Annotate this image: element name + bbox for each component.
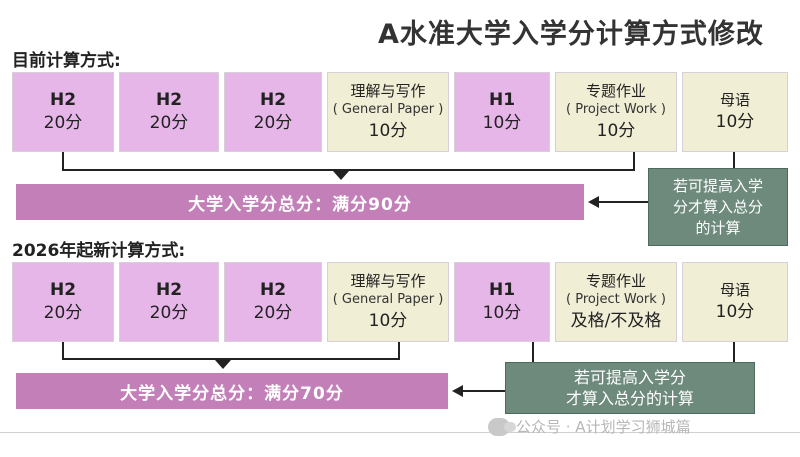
arrow-line bbox=[462, 390, 505, 392]
new-h2-box-3: H2 20分 bbox=[224, 262, 322, 342]
subject-name: H2 bbox=[259, 90, 287, 110]
watermark-text: 公众号 · A计划学习狮城篇 bbox=[516, 418, 691, 436]
new-general-paper-box: 理解与写作 ( General Paper ) 10分 bbox=[327, 262, 449, 342]
current-method-label: 目前计算方式: bbox=[12, 51, 121, 71]
subject-name: H2 bbox=[259, 280, 287, 300]
subject-name: H2 bbox=[155, 90, 183, 110]
subject-points: 10分 bbox=[482, 303, 522, 323]
left-arrow-icon bbox=[588, 196, 599, 208]
new-mother-tongue-box: 母语 10分 bbox=[682, 262, 788, 342]
current-general-paper-box: 理解与写作 ( General Paper ) 10分 bbox=[327, 72, 449, 152]
current-project-work-box: 专题作业 ( Project Work ) 10分 bbox=[555, 72, 677, 152]
subject-name: H2 bbox=[49, 280, 77, 300]
subject-name: H1 bbox=[488, 280, 516, 300]
connector-line bbox=[398, 342, 400, 360]
connector-line bbox=[733, 152, 735, 168]
subject-points: 10分 bbox=[596, 121, 636, 141]
subject-points: 20分 bbox=[253, 303, 293, 323]
subject-name: 理解与写作 bbox=[350, 272, 426, 290]
subject-points: 20分 bbox=[149, 303, 189, 323]
page-title: A水准大学入学分计算方式修改 bbox=[378, 19, 764, 50]
note-line: 的计算 bbox=[695, 218, 741, 237]
subject-points: 20分 bbox=[43, 303, 83, 323]
connector-line bbox=[532, 342, 534, 362]
subject-points: 10分 bbox=[482, 113, 522, 133]
wechat-icon bbox=[488, 417, 516, 436]
current-mother-tongue-note: 若可提高入学 分才算入总分 的计算 bbox=[648, 168, 788, 246]
subject-points: 20分 bbox=[149, 113, 189, 133]
connector-line bbox=[62, 342, 64, 360]
subject-english-name: ( General Paper ) bbox=[332, 102, 444, 117]
down-arrow-icon bbox=[215, 360, 231, 369]
connector-line bbox=[62, 358, 400, 360]
subject-name: H1 bbox=[488, 90, 516, 110]
note-line: 才算入总分的计算 bbox=[565, 389, 694, 408]
current-h1-box: H1 10分 bbox=[454, 72, 550, 152]
subject-name: 专题作业 bbox=[585, 272, 646, 290]
watermark: 公众号 · A计划学习狮城篇 bbox=[488, 416, 691, 437]
connector-line bbox=[733, 342, 735, 362]
connector-line bbox=[62, 169, 635, 171]
current-mother-tongue-box: 母语 10分 bbox=[682, 72, 788, 152]
current-h2-box-1: H2 20分 bbox=[12, 72, 114, 152]
subject-name: H2 bbox=[155, 280, 183, 300]
subject-points: 及格/不及格 bbox=[570, 311, 662, 331]
new-total-bar: 大学入学分总分：满分70分 bbox=[16, 373, 448, 409]
subject-points: 10分 bbox=[368, 121, 408, 141]
subject-points: 20分 bbox=[43, 113, 83, 133]
subject-points: 10分 bbox=[715, 112, 755, 132]
subject-name: 母语 bbox=[719, 281, 750, 299]
subject-points: 20分 bbox=[253, 113, 293, 133]
note-line: 分才算入总分 bbox=[672, 197, 763, 216]
new-h1-mother-tongue-note: 若可提高入学分 才算入总分的计算 bbox=[505, 362, 755, 414]
connector-line bbox=[633, 152, 635, 171]
down-arrow-icon bbox=[333, 171, 349, 180]
note-line: 若可提高入学 bbox=[672, 176, 763, 195]
left-arrow-icon bbox=[452, 385, 463, 397]
subject-english-name: ( Project Work ) bbox=[566, 102, 666, 117]
current-h2-box-3: H2 20分 bbox=[224, 72, 322, 152]
subject-points: 10分 bbox=[715, 302, 755, 322]
subject-english-name: ( General Paper ) bbox=[332, 292, 444, 307]
connector-line bbox=[62, 152, 64, 171]
subject-name: 专题作业 bbox=[585, 82, 646, 100]
new-project-work-box: 专题作业 ( Project Work ) 及格/不及格 bbox=[555, 262, 677, 342]
subject-name: H2 bbox=[49, 90, 77, 110]
subject-name: 母语 bbox=[719, 91, 750, 109]
new-h2-box-2: H2 20分 bbox=[119, 262, 219, 342]
current-total-bar: 大学入学分总分：满分90分 bbox=[16, 184, 584, 220]
current-h2-box-2: H2 20分 bbox=[119, 72, 219, 152]
new-h2-box-1: H2 20分 bbox=[12, 262, 114, 342]
arrow-line bbox=[598, 201, 648, 203]
divider bbox=[0, 432, 800, 433]
new-method-label: 2026年起新计算方式: bbox=[12, 241, 186, 261]
subject-name: 理解与写作 bbox=[350, 82, 426, 100]
note-line: 若可提高入学分 bbox=[573, 368, 686, 387]
new-h1-box: H1 10分 bbox=[454, 262, 550, 342]
subject-english-name: ( Project Work ) bbox=[566, 292, 666, 307]
subject-points: 10分 bbox=[368, 311, 408, 331]
